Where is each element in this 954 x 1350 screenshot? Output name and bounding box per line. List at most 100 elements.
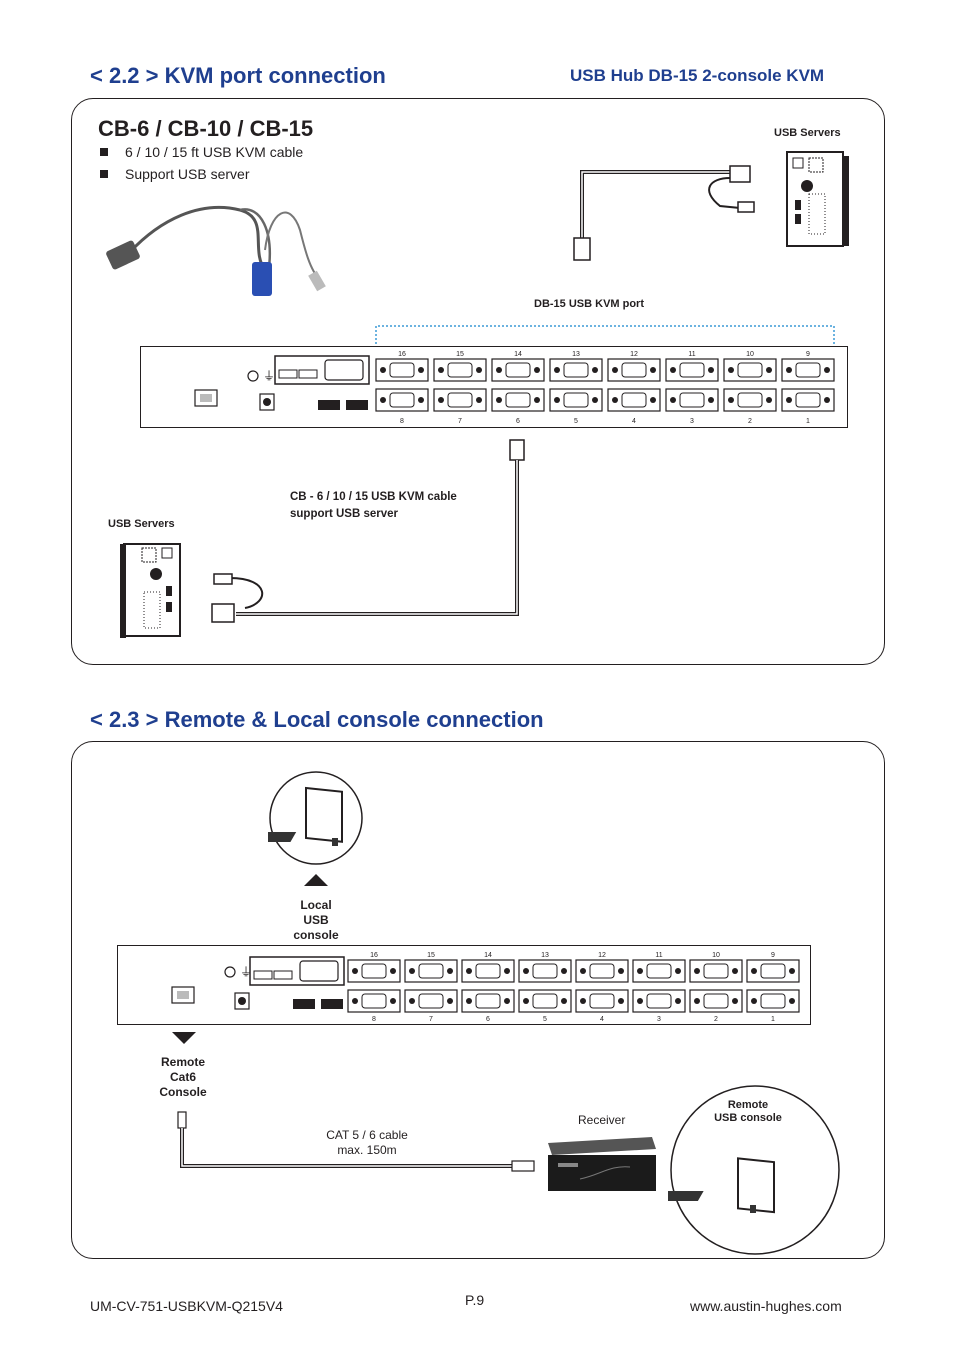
db15-port-bottom <box>347 989 401 1013</box>
bullet-text: 6 / 10 / 15 ft USB KVM cable <box>125 144 304 160</box>
port-screw <box>352 998 358 1004</box>
db15-port-top <box>518 959 572 983</box>
bullet-text: Support USB server <box>125 166 250 182</box>
server-cable-top <box>573 165 755 261</box>
db15-port-bottom <box>404 989 458 1013</box>
receiver-device-icon <box>548 1137 656 1191</box>
vga-connector <box>418 963 444 979</box>
port-number-top: 15 <box>427 952 435 959</box>
vga-connector <box>589 993 615 1009</box>
cable-label-line2: support USB server <box>290 508 399 520</box>
remote-local-panel <box>71 741 885 1259</box>
port-screw <box>732 998 738 1004</box>
vga-connector <box>795 362 821 378</box>
port-number-bottom: 1 <box>806 418 810 425</box>
port-screw <box>675 968 681 974</box>
port-number-top: 11 <box>688 351 695 358</box>
vga-connector <box>361 963 387 979</box>
vga-connector <box>621 362 647 378</box>
power-switch-icon <box>224 966 236 978</box>
website-link[interactable]: www.austin-hughes.com <box>690 1298 842 1314</box>
console-usb-port <box>253 970 273 980</box>
vga-connector <box>418 993 444 1009</box>
port-screw <box>409 998 415 1004</box>
vga-connector <box>737 392 763 408</box>
port-screw <box>390 998 396 1004</box>
db15-port-top <box>347 959 401 983</box>
vga-connector <box>703 963 729 979</box>
port-screw <box>694 998 700 1004</box>
port-screw <box>496 367 502 373</box>
port-screw <box>561 968 567 974</box>
remote-console-label: Remote Cat6 Console <box>159 1055 207 1099</box>
port-screw <box>728 397 734 403</box>
port-screw <box>476 367 482 373</box>
usb-servers-label-top: USB Servers <box>774 127 841 139</box>
kvm-cable-illustration <box>106 205 326 296</box>
vga-connector <box>532 993 558 1009</box>
port-screw <box>766 397 772 403</box>
usb-server-tower-icon <box>120 543 181 638</box>
port-screw <box>523 998 529 1004</box>
port-screw <box>504 968 510 974</box>
port-screw <box>390 968 396 974</box>
port-screw <box>612 397 618 403</box>
cat-cable-label-line2: max. 150m <box>337 1143 397 1157</box>
port-screw <box>523 968 529 974</box>
vga-connector <box>475 993 501 1009</box>
port-screw <box>732 968 738 974</box>
vga-connector <box>737 362 763 378</box>
usb-hub-port <box>293 999 315 1009</box>
port-screw <box>789 998 795 1004</box>
port-screw <box>554 397 560 403</box>
db15-port-top <box>375 358 429 382</box>
port-screw <box>418 367 424 373</box>
vga-connector <box>563 362 589 378</box>
console-port-block <box>249 956 345 986</box>
port-number-top: 15 <box>456 351 464 358</box>
db15-port-top <box>723 358 777 382</box>
vga-connector <box>589 963 615 979</box>
dc-power-jack-pin <box>263 398 271 406</box>
port-number-bottom: 3 <box>690 418 694 425</box>
cat-cable-label-line1: CAT 5 / 6 cable <box>326 1128 408 1142</box>
port-screw <box>670 397 676 403</box>
db15-port-bottom <box>549 388 603 412</box>
port-screw <box>409 968 415 974</box>
port-screw <box>476 397 482 403</box>
port-screw <box>496 397 502 403</box>
dc-power-jack-pin <box>238 997 246 1005</box>
db15-port-bottom <box>491 388 545 412</box>
console-usb-port <box>278 369 298 379</box>
port-screw <box>592 367 598 373</box>
port-number-bottom: 2 <box>748 418 752 425</box>
port-screw <box>694 968 700 974</box>
port-screw <box>534 367 540 373</box>
port-screw <box>447 968 453 974</box>
db15-port-bottom <box>746 989 800 1013</box>
vga-connector <box>703 993 729 1009</box>
db15-port-top <box>781 358 835 382</box>
section-heading-kvm-port: < 2.2 > KVM port connection <box>90 63 386 88</box>
port-screw <box>708 367 714 373</box>
arrow-up-icon <box>304 874 328 886</box>
db15-port-bottom <box>632 989 686 1013</box>
rj45-port-inner <box>177 991 189 999</box>
vga-connector <box>679 362 705 378</box>
port-screw <box>618 998 624 1004</box>
port-number-bottom: 6 <box>516 418 520 425</box>
usb-server-tower-icon <box>786 151 849 247</box>
vga-connector <box>760 963 786 979</box>
db15-port-top <box>461 959 515 983</box>
port-number-top: 14 <box>514 351 522 358</box>
db15-port-bottom <box>723 388 777 412</box>
db15-port-label: DB-15 USB KVM port <box>534 298 645 310</box>
vga-connector <box>621 392 647 408</box>
port-screw <box>438 367 444 373</box>
port-screw <box>789 968 795 974</box>
port-screw <box>751 968 757 974</box>
console-usb-port <box>298 369 318 379</box>
port-number-bottom: 4 <box>600 1016 604 1023</box>
document-id: UM-CV-751-USBKVM-Q215V4 <box>90 1298 283 1314</box>
